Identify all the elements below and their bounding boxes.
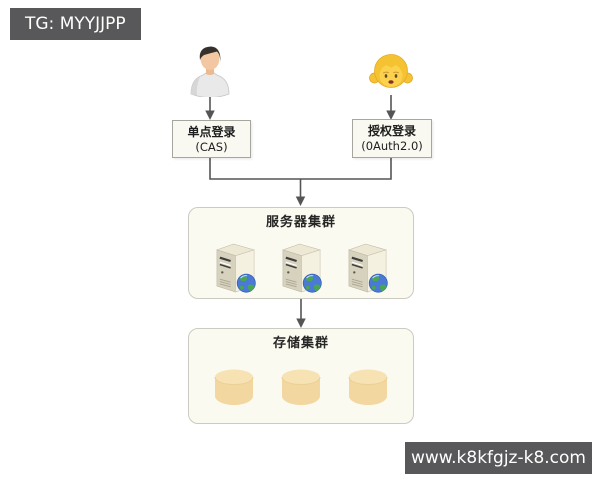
database-cylinder-icon xyxy=(348,369,388,406)
sso-login-title: 单点登录 xyxy=(187,124,236,139)
girl-emoji-icon xyxy=(369,54,413,88)
oauth-login-title: 授权登录 xyxy=(367,124,416,138)
oauth-login-subtitle: (0Auth2.0) xyxy=(361,139,423,153)
tg-watermark-badge: TG: MYYJJPP xyxy=(10,8,141,40)
sso-login-subtitle: (CAS) xyxy=(195,139,228,154)
server-tower-globe-icon xyxy=(347,242,388,293)
oauth-login-node: 授权登录 (0Auth2.0) xyxy=(352,119,432,158)
male-user-icon xyxy=(190,46,230,97)
storage-cluster-box: 存储集群 xyxy=(188,328,414,424)
storage-cluster-title: 存储集群 xyxy=(272,336,329,351)
database-cylinder-icon xyxy=(214,369,254,406)
database-cylinder-icon xyxy=(281,369,321,406)
storage-icon-row xyxy=(189,368,413,406)
server-cluster-box: 服务器集群 xyxy=(188,207,414,299)
website-watermark-badge: www.k8kfgjz-k8.com xyxy=(405,442,592,474)
sso-login-node: 单点登录 (CAS) xyxy=(172,120,251,158)
server-icon-row xyxy=(189,240,413,293)
merge-connector xyxy=(209,158,392,180)
server-tower-globe-icon xyxy=(281,242,322,293)
server-tower-globe-icon xyxy=(215,242,256,293)
server-cluster-title: 服务器集群 xyxy=(265,215,336,230)
